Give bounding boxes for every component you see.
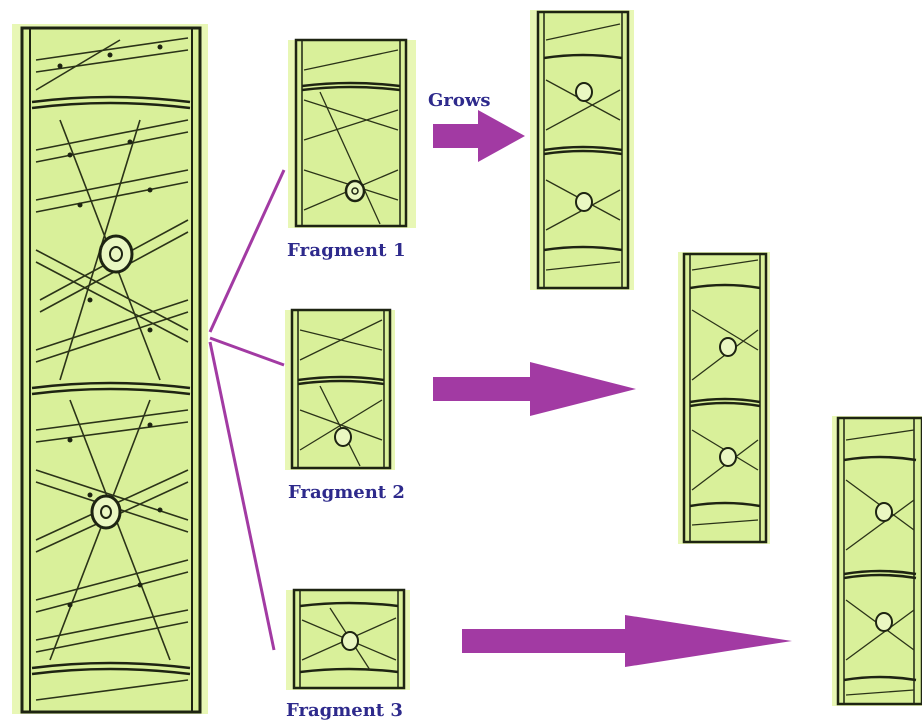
fragment-1-filament bbox=[288, 40, 416, 228]
fragment-2-filament bbox=[285, 310, 395, 470]
grown-filament-3 bbox=[832, 416, 922, 706]
grown-filament-2 bbox=[678, 252, 770, 544]
fragment-3-label: Fragment 3 bbox=[286, 700, 403, 721]
fragment-3-filament bbox=[286, 590, 410, 690]
connector-fragment-3 bbox=[210, 342, 274, 650]
right-arrow-icon-2 bbox=[433, 362, 636, 416]
right-arrow-icon-3 bbox=[462, 615, 792, 667]
parent-filament bbox=[12, 24, 208, 714]
connector-fragment-2 bbox=[210, 338, 284, 365]
grown-filament-1 bbox=[530, 10, 634, 290]
fragment-2-label: Fragment 2 bbox=[288, 482, 405, 503]
grows-label: Grows bbox=[428, 90, 491, 111]
right-arrow-icon-1 bbox=[433, 110, 525, 162]
fragment-1-label: Fragment 1 bbox=[287, 240, 406, 261]
connector-fragment-1 bbox=[210, 170, 284, 332]
fragment-connectors bbox=[210, 170, 284, 650]
parent-nucleus-1 bbox=[100, 236, 132, 272]
parent-nucleus-2 bbox=[92, 496, 120, 528]
